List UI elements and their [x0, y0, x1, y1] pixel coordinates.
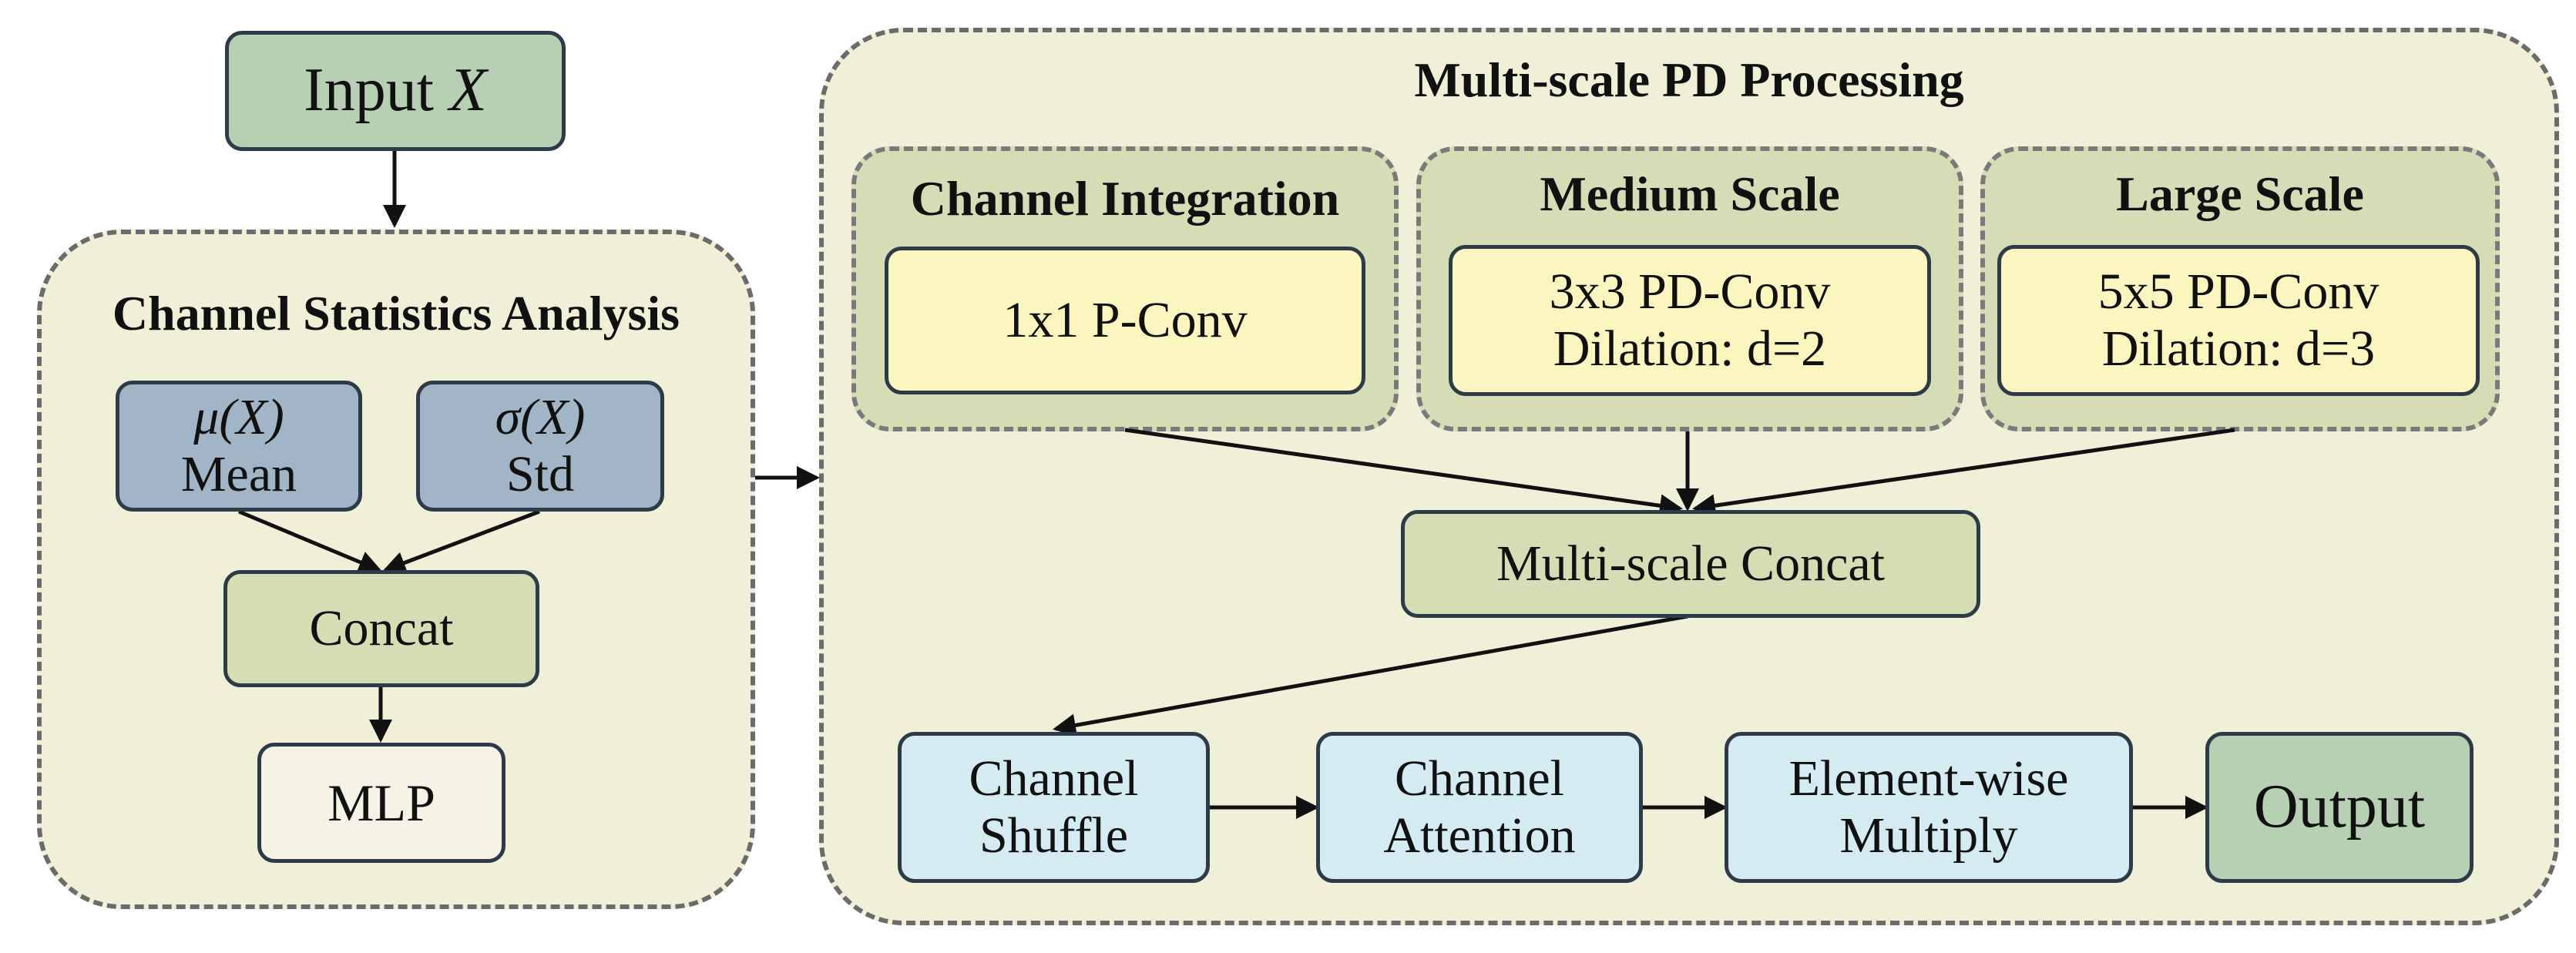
channel-integration-title: Channel Integration: [910, 171, 1340, 226]
concat-box: Concat: [223, 570, 539, 687]
pdconv-5x5-dilation: Dilation: d=3: [2101, 320, 2376, 377]
pdconv-3x3-dilation: Dilation: d=2: [1553, 320, 1827, 377]
input-box: Input X: [225, 31, 566, 151]
channel-shuffle-line2: Shuffle: [979, 807, 1129, 864]
arrow-large-to-concat: [1692, 428, 2235, 518]
large-scale-title: Large Scale: [2116, 166, 2364, 221]
input-variable: X: [449, 56, 487, 125]
multiscale-pd-title: Multi-scale PD Processing: [1414, 52, 1964, 107]
channel-attention-line2: Attention: [1383, 807, 1576, 864]
mean-symbol: μ(X): [193, 389, 284, 446]
mean-label: Mean: [180, 446, 297, 502]
arrow-pconv-to-concat: [1124, 428, 1683, 518]
arrow-concat-to-shuffle: [1053, 614, 1688, 737]
channel-attention-box: Channel Attention: [1316, 732, 1643, 883]
std-symbol: σ(X): [495, 389, 586, 446]
pdconv-5x5-box: 5x5 PD-Conv Dilation: d=3: [1997, 245, 2480, 396]
mlp-label: MLP: [327, 773, 435, 832]
elementwise-multiply-line2: Multiply: [1839, 807, 2018, 864]
channel-shuffle-box: Channel Shuffle: [898, 732, 1210, 883]
arrow-mean-to-concat: [238, 509, 382, 573]
output-label: Output: [2253, 773, 2426, 841]
mlp-box: MLP: [257, 743, 505, 863]
input-label-line: Input X: [304, 56, 487, 126]
std-box: σ(X) Std: [416, 381, 664, 512]
pconv-1x1-label: 1x1 P-Conv: [1003, 292, 1248, 349]
multiscale-concat-label: Multi-scale Concat: [1496, 535, 1886, 592]
input-label: Input: [304, 56, 434, 125]
std-label: Std: [505, 446, 575, 502]
output-box: Output: [2205, 732, 2474, 883]
mean-box: μ(X) Mean: [116, 381, 362, 512]
elementwise-multiply-box: Element-wise Multiply: [1725, 732, 2133, 883]
pdconv-5x5-label: 5x5 PD-Conv: [2097, 263, 2380, 320]
channel-shuffle-line1: Channel: [969, 750, 1139, 807]
medium-scale-title: Medium Scale: [1540, 166, 1840, 221]
pdconv-3x3-label: 3x3 PD-Conv: [1549, 263, 1831, 320]
channel-statistics-title: Channel Statistics Analysis: [112, 286, 680, 341]
concat-label: Concat: [309, 600, 454, 657]
arrow-std-to-concat: [382, 509, 540, 574]
channel-attention-line1: Channel: [1395, 750, 1564, 807]
pconv-1x1-box: 1x1 P-Conv: [885, 247, 1365, 394]
elementwise-multiply-line1: Element-wise: [1788, 750, 2069, 807]
multiscale-concat-box: Multi-scale Concat: [1401, 510, 1980, 618]
pdconv-3x3-box: 3x3 PD-Conv Dilation: d=2: [1449, 245, 1931, 396]
